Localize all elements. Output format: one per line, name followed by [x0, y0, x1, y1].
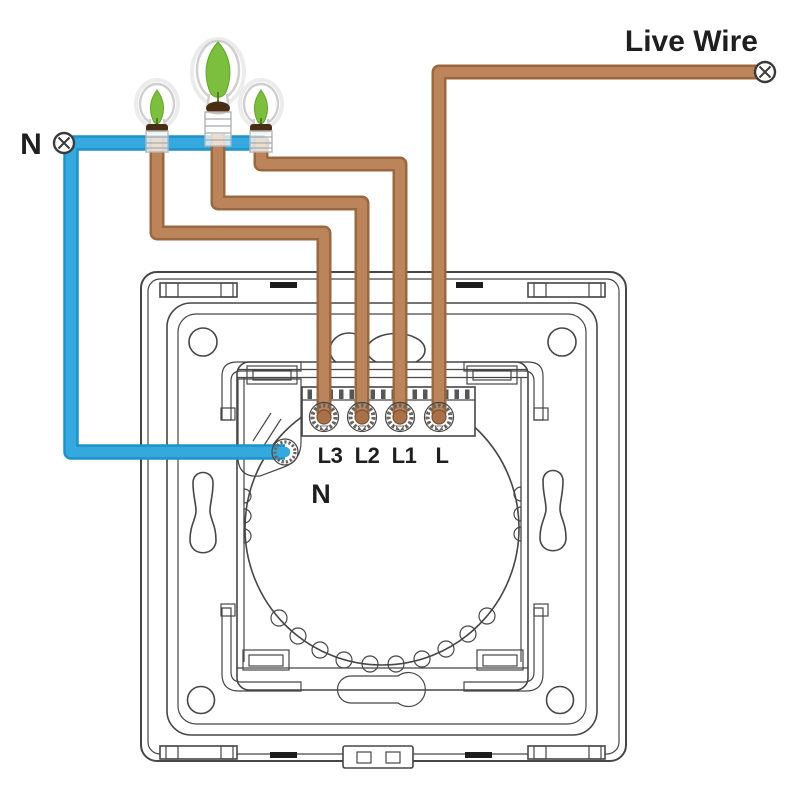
switch-module: [220, 361, 549, 708]
live-wire: [431, 64, 765, 414]
terminal-screw-l2: [346, 401, 378, 433]
plate-screw-hole-top-right: [547, 327, 577, 357]
terminal-screw-l3: [308, 401, 340, 433]
lamp-3: [238, 78, 284, 153]
plate-screw-hole-top-left: [188, 327, 218, 357]
terminal-screw-l: [423, 401, 455, 433]
terminal-label-l1: L1: [392, 443, 417, 468]
bulb-base-cap: [206, 101, 230, 115]
lamp1-wire: [149, 138, 332, 414]
keyhole-slot-right: [539, 469, 567, 552]
terminal-label-l3: L3: [318, 443, 343, 468]
plate-top-tabs: [159, 282, 606, 298]
terminal-label-l: L: [436, 443, 449, 468]
module-clips: [242, 365, 524, 671]
clamp-ticks: [252, 412, 282, 448]
lamp-2: [190, 37, 246, 147]
bulb-base-cap: [146, 124, 168, 132]
plate-inner-frame-line: [177, 313, 587, 725]
bulb-socket: [249, 130, 273, 153]
terminal-screw-l1: [384, 401, 416, 433]
mechanism-scallops: [270, 607, 496, 673]
module-side-bumps: [243, 486, 522, 544]
live-wire-label: Live Wire: [625, 25, 758, 58]
plate-inner-frame: [166, 302, 598, 736]
bottom-bone-slot: [336, 671, 426, 708]
terminal-block-hatch: [305, 389, 472, 399]
bulb-socket: [204, 111, 232, 147]
neutral-supply-terminal-icon: [52, 131, 76, 155]
neutral-terminal-tab: [237, 378, 302, 477]
plate-screw-hole-bottom-left: [186, 685, 216, 715]
switch-neutral-label: N: [311, 479, 331, 509]
neutral-supply-label: N: [20, 128, 42, 161]
live-supply-terminal-icon: [753, 60, 777, 84]
neutral-terminal-screw: [271, 438, 299, 466]
bulb-socket: [145, 130, 169, 153]
bulb-base-cap: [250, 124, 272, 132]
plate-bottom-tabs: [159, 745, 606, 769]
keyhole-slot-left: [189, 471, 217, 554]
lamp2-wire: [210, 134, 370, 414]
module-corner-claws: [220, 361, 549, 692]
lamp-1: [134, 78, 180, 153]
plate-screw-hole-bottom-right: [545, 685, 575, 715]
terminal-label-l2: L2: [355, 443, 380, 468]
